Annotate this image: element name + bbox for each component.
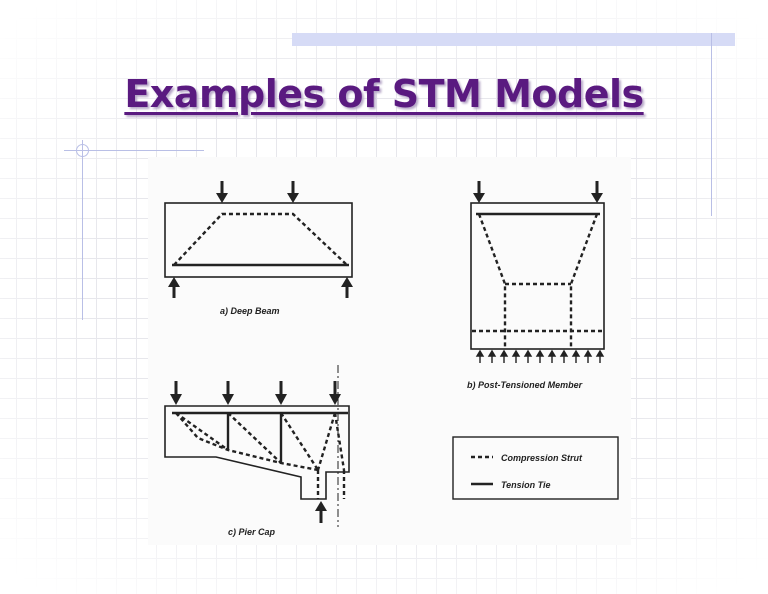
caption-pier-cap: c) Pier Cap	[228, 527, 276, 537]
caption-post-tensioned: b) Post-Tensioned Member	[467, 380, 583, 390]
caption-deep-beam: a) Deep Beam	[220, 306, 280, 316]
pier-cap-ties	[172, 411, 348, 463]
stm-figure: a) Deep Beam	[148, 157, 631, 545]
post-tensioned-anchor-arrows	[475, 349, 605, 363]
pier-cap-outline	[164, 405, 350, 500]
deep-beam-diagram: a) Deep Beam	[164, 181, 353, 316]
deep-beam-outline	[164, 202, 353, 278]
decorative-crosshair-circle	[76, 144, 89, 157]
pier-cap-struts	[175, 412, 346, 499]
pier-cap-support-arrow	[315, 501, 327, 523]
slide-title: Examples of STM Models	[124, 72, 644, 116]
post-tensioned-struts	[472, 213, 603, 349]
legend: Compression Strut Tension Tie	[452, 436, 619, 500]
legend-box	[452, 436, 619, 500]
post-tensioned-diagram: b) Post-Tensioned Member	[467, 181, 605, 390]
decorative-vertical-line	[711, 33, 712, 216]
legend-tension-label: Tension Tie	[501, 480, 551, 490]
stm-figure-svg: a) Deep Beam	[164, 181, 619, 537]
legend-compression-label: Compression Strut	[501, 453, 583, 463]
deep-beam-reaction-arrows	[168, 277, 353, 298]
post-tensioned-load-arrows	[473, 181, 603, 203]
decorative-crosshair-horizontal	[64, 150, 204, 151]
pier-cap-diagram: c) Pier Cap	[164, 365, 350, 537]
post-tensioned-outline	[470, 202, 605, 350]
decorative-top-bar	[292, 33, 735, 46]
deep-beam-struts	[173, 212, 348, 266]
decorative-crosshair-vertical	[82, 140, 83, 320]
deep-beam-load-arrows	[216, 181, 299, 203]
pier-cap-load-arrows	[170, 381, 341, 405]
